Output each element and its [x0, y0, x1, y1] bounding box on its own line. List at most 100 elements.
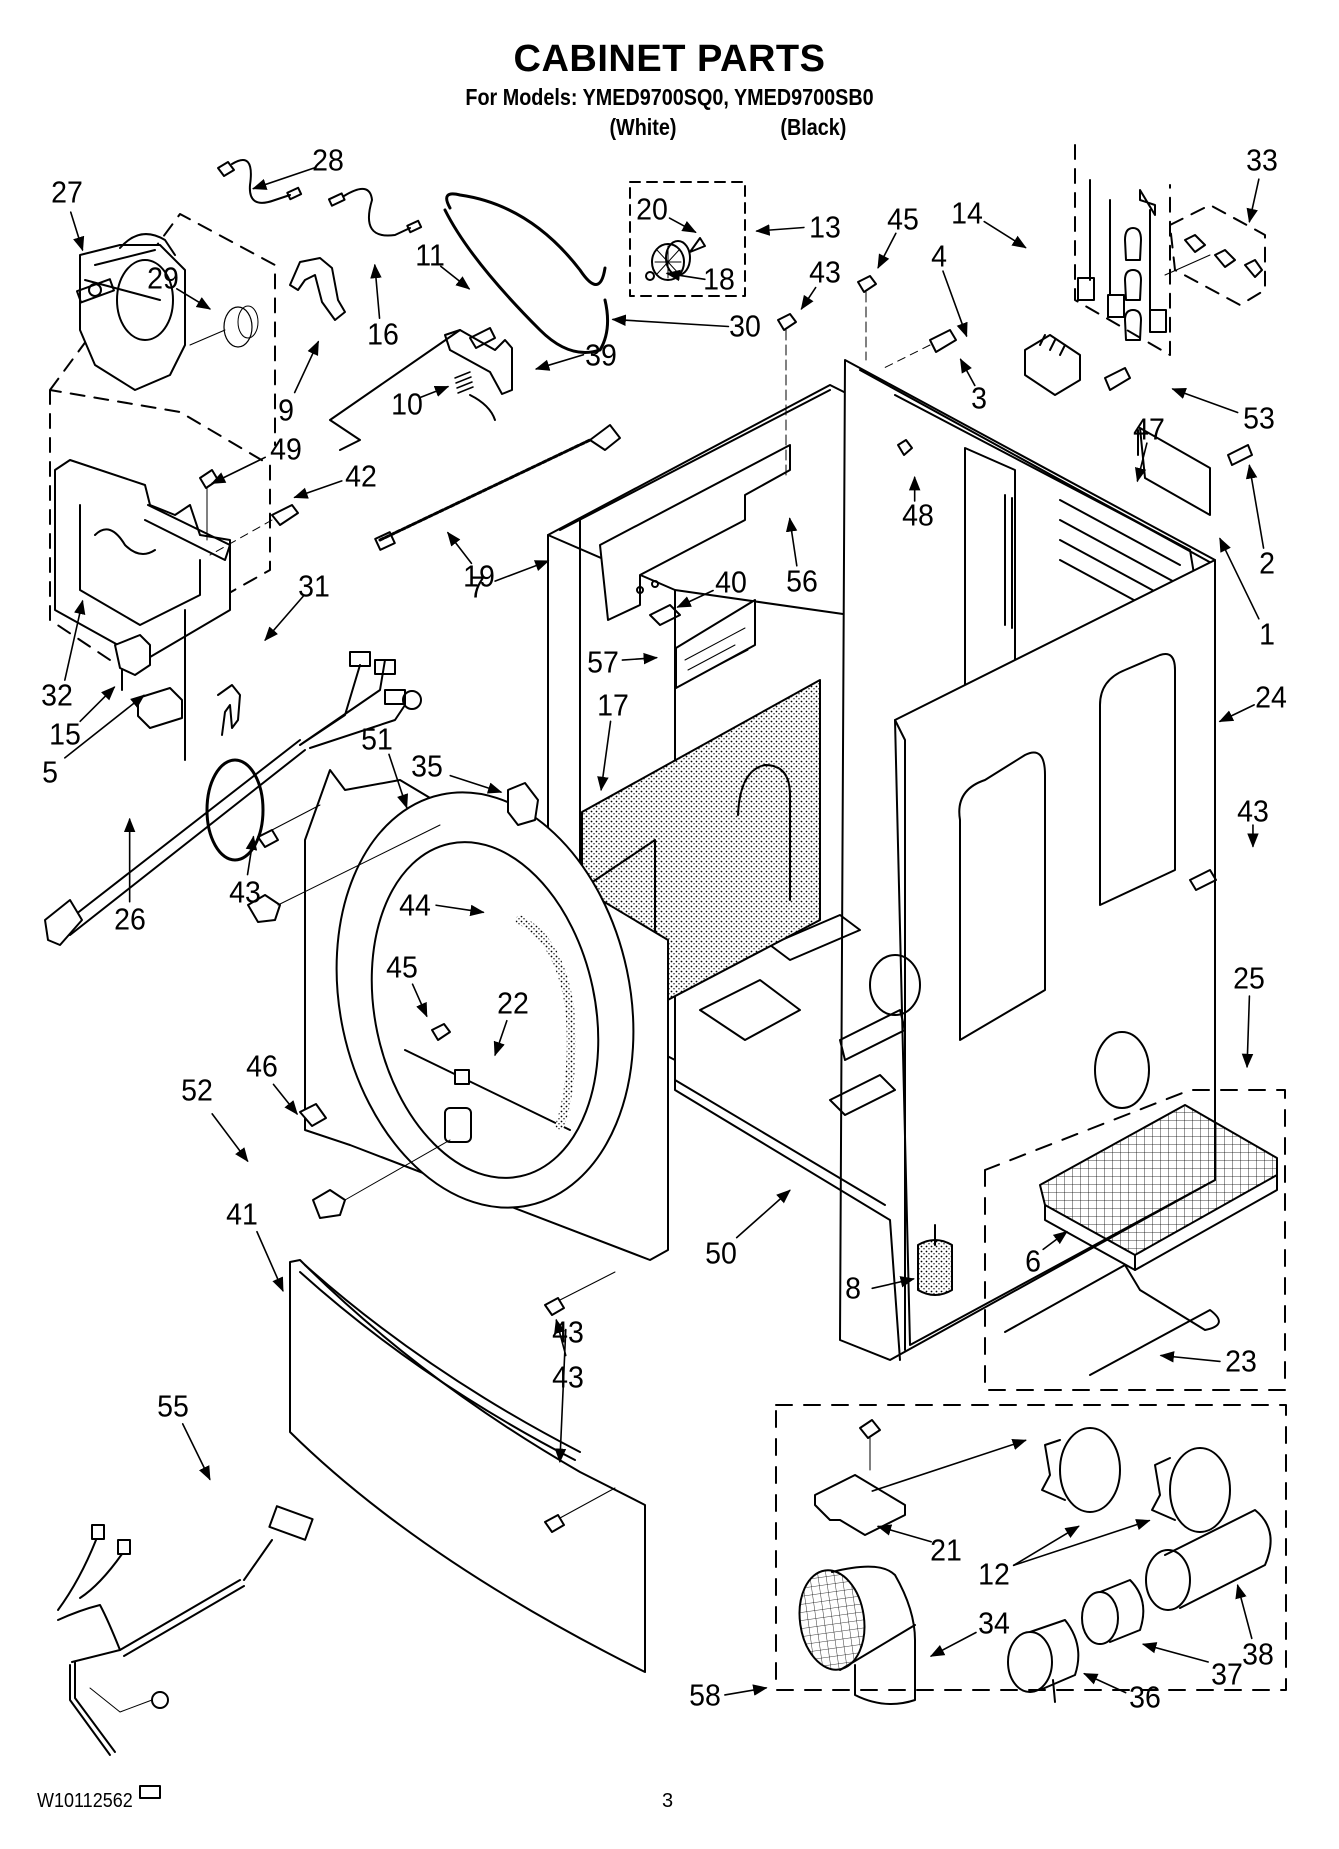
callout-8[interactable]: 8: [845, 1270, 862, 1306]
callout-13[interactable]: 13: [809, 209, 841, 245]
callout-40[interactable]: 40: [714, 564, 747, 600]
variant-white-label: (White): [609, 114, 677, 140]
callout-21[interactable]: 21: [930, 1532, 963, 1568]
callout-46[interactable]: 46: [245, 1048, 278, 1084]
callout-16[interactable]: 16: [367, 316, 399, 352]
callout-19[interactable]: 19: [462, 558, 495, 594]
callout-43[interactable]: 43: [1237, 793, 1269, 829]
callout-48[interactable]: 48: [902, 497, 935, 533]
callout-44[interactable]: 44: [399, 887, 431, 923]
callout-18[interactable]: 18: [703, 261, 735, 297]
callout-17[interactable]: 17: [597, 687, 629, 723]
screw-43-right: [1189, 869, 1217, 891]
callout-47[interactable]: 47: [1133, 411, 1166, 447]
leader-line-43: [245, 835, 258, 876]
callout-6[interactable]: 6: [1024, 1243, 1041, 1279]
callout-34[interactable]: 34: [977, 1605, 1010, 1641]
callout-56[interactable]: 56: [785, 563, 818, 599]
screw-43-kit: [859, 1419, 881, 1471]
callout-49[interactable]: 49: [270, 431, 303, 467]
callout-33[interactable]: 33: [1246, 142, 1279, 178]
callout-24[interactable]: 24: [1254, 679, 1287, 715]
leader-line-30: [611, 314, 730, 328]
variant-black-label: (Black): [780, 114, 847, 140]
callout-43[interactable]: 43: [229, 874, 262, 910]
callout-28[interactable]: 28: [311, 142, 344, 178]
callout-15[interactable]: 15: [48, 716, 81, 752]
callout-50[interactable]: 50: [705, 1235, 738, 1271]
callout-38[interactable]: 38: [1241, 1636, 1274, 1672]
callout-58[interactable]: 58: [688, 1677, 721, 1713]
leader-line-34: [929, 1631, 977, 1657]
callout-5[interactable]: 5: [41, 754, 58, 790]
terminal-block-4: [1024, 334, 1081, 396]
callout-41[interactable]: 41: [225, 1196, 258, 1232]
callout-45[interactable]: 45: [386, 949, 418, 985]
drum-belt: [443, 192, 610, 354]
vent-clamp-36: [1007, 1619, 1080, 1703]
screw-43-lower-b: [544, 1487, 616, 1533]
callout-39[interactable]: 39: [585, 337, 617, 373]
callout-11[interactable]: 11: [415, 237, 446, 273]
leader-line-14: [983, 220, 1027, 249]
callout-27[interactable]: 27: [51, 174, 84, 210]
callout-22[interactable]: 22: [496, 985, 529, 1021]
leader-line-58: [724, 1684, 768, 1696]
callout-43[interactable]: 43: [552, 1359, 584, 1395]
callout-52[interactable]: 52: [180, 1072, 213, 1108]
callout-3[interactable]: 3: [971, 380, 988, 416]
leader-line-51: [388, 753, 409, 809]
callout-31[interactable]: 31: [297, 568, 330, 604]
leader-line-39: [534, 353, 585, 371]
callout-53[interactable]: 53: [1242, 400, 1275, 436]
callout-9[interactable]: 9: [278, 392, 295, 428]
leader-line-13: [755, 224, 805, 236]
callout-43[interactable]: 43: [552, 1314, 584, 1350]
toe-panel-41: [289, 1259, 646, 1673]
callout-42[interactable]: 42: [344, 458, 377, 494]
callout-30[interactable]: 30: [729, 308, 761, 344]
leader-line-8: [871, 1276, 915, 1290]
motor-clamp: [289, 257, 346, 321]
screw-43-top: [777, 313, 797, 481]
callout-29[interactable]: 29: [146, 260, 179, 296]
vent-hood-12-a: [1041, 1427, 1121, 1513]
leader-line-45: [411, 983, 428, 1018]
drum-rollers-6: [1039, 1104, 1278, 1271]
callout-23[interactable]: 23: [1225, 1343, 1258, 1379]
leader-line-23: [1159, 1351, 1221, 1363]
leader-line-50: [735, 1189, 791, 1239]
callout-43[interactable]: 43: [809, 254, 841, 290]
callout-37[interactable]: 37: [1211, 1656, 1243, 1692]
callout-45[interactable]: 45: [887, 201, 919, 237]
callout-26[interactable]: 26: [113, 901, 146, 937]
leader-line-17: [597, 720, 612, 792]
leader-line-47: [1135, 442, 1148, 483]
callout-55[interactable]: 55: [157, 1388, 190, 1424]
callout-35[interactable]: 35: [410, 748, 443, 784]
callout-36[interactable]: 36: [1128, 1679, 1161, 1715]
screw-11: [469, 327, 496, 349]
callout-20[interactable]: 20: [635, 191, 668, 227]
callout-4[interactable]: 4: [931, 238, 948, 274]
callout-25[interactable]: 25: [1233, 960, 1266, 996]
callout-14[interactable]: 14: [950, 195, 983, 231]
callout-32[interactable]: 32: [40, 677, 73, 713]
leader-line-5: [64, 694, 145, 759]
callout-51[interactable]: 51: [361, 721, 394, 757]
callout-7[interactable]: 7: [469, 569, 486, 605]
callout-2[interactable]: 2: [1259, 545, 1276, 581]
leader-line-25: [1241, 995, 1254, 1069]
idler-bracket: [329, 329, 513, 451]
callout-57[interactable]: 57: [587, 644, 620, 680]
screw-45-top: [857, 275, 877, 361]
vent-pipe-37: [1081, 1579, 1145, 1645]
screw-42: [209, 504, 299, 556]
leader-line-7: [494, 560, 550, 582]
callout-12[interactable]: 12: [977, 1556, 1010, 1592]
leader-line-20: [668, 217, 697, 234]
callout-10[interactable]: 10: [390, 386, 423, 422]
pulley: [189, 305, 259, 348]
bracket-56: [599, 444, 791, 621]
callout-1[interactable]: 1: [1259, 616, 1276, 652]
